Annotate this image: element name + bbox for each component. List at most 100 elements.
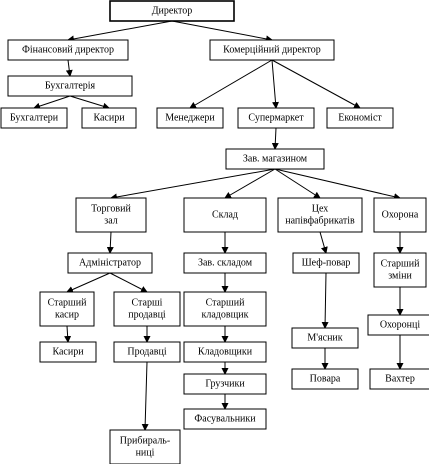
box-frame xyxy=(109,0,235,22)
box-butcher: М'ясник xyxy=(291,327,359,349)
box-frame xyxy=(209,39,335,61)
box-label: Зав. магазином xyxy=(243,154,308,165)
box-label: Склад xyxy=(212,210,238,221)
box-label: Вахтер xyxy=(385,374,415,385)
box-frame xyxy=(183,197,267,233)
box-label: Касири xyxy=(52,347,84,358)
box-frame xyxy=(109,429,181,464)
edge-zav_mag-to-sklad xyxy=(224,168,276,199)
edge-buhg-to-kasyry_f xyxy=(69,95,110,110)
box-label: Зав. складом xyxy=(198,258,253,269)
box-financial-director: Фінансовий директор xyxy=(7,39,129,61)
box-commercial-director: Комерційний директор xyxy=(209,39,335,61)
box-label: Повара xyxy=(310,374,341,385)
box-security: Охорона xyxy=(373,197,427,233)
box-warehouse: Склад xyxy=(183,197,267,233)
box-label: Директор xyxy=(152,6,193,17)
box-administrator: Адміністратор xyxy=(67,252,153,274)
edge-shef-to-myasnyk xyxy=(321,272,329,329)
box-frame xyxy=(156,107,224,129)
box-frame xyxy=(7,39,129,61)
edge-dyrektor-to-kom_dyr xyxy=(171,20,273,43)
edge-kom_dyr-to-ekonomist xyxy=(271,59,361,109)
box-label: зміни xyxy=(388,271,412,282)
box-label: Бухгалтерія xyxy=(45,81,96,92)
box-label: Фасувальники xyxy=(194,414,256,425)
box-frame xyxy=(183,291,267,327)
box-frame xyxy=(225,148,325,170)
box-frame xyxy=(183,373,267,395)
box-cashiers-accounting: Касири xyxy=(81,107,137,129)
edge-zav_mag-to-ohorona xyxy=(274,168,401,201)
box-frame xyxy=(326,107,394,129)
box-frame xyxy=(81,107,137,129)
box-packers: Фасувальники xyxy=(183,408,267,430)
box-watchman: Вахтер xyxy=(369,368,429,390)
box-store-head: Зав. магазином xyxy=(225,148,325,170)
box-label: продавці xyxy=(128,310,166,321)
edge-st_kasyr-to-kasyry_t xyxy=(64,325,72,343)
box-label: кладовщик xyxy=(201,310,248,321)
box-label: Продавці xyxy=(127,347,167,358)
box-label: Супермаркет xyxy=(248,113,304,124)
edge-admin-to-st_kasyr xyxy=(66,272,111,293)
box-cooks: Повара xyxy=(291,368,359,390)
box-frame xyxy=(291,368,359,390)
box-label: Менеджери xyxy=(165,113,215,124)
box-label: Шеф-повар xyxy=(302,258,351,269)
box-label: ниці xyxy=(136,448,155,459)
box-label: Старший xyxy=(206,298,246,309)
box-label: касир xyxy=(55,310,79,321)
box-cashiers-floor: Касири xyxy=(39,341,97,363)
box-label: напівфабрикатів xyxy=(285,216,355,227)
box-frame xyxy=(183,408,267,430)
box-frame xyxy=(237,107,315,129)
box-frame xyxy=(39,291,95,327)
box-guards: Охоронці xyxy=(367,314,429,336)
edge-admin-to-st_prod xyxy=(109,272,148,293)
connector-lines xyxy=(33,20,404,431)
box-accountants: Бухгалтери xyxy=(0,107,68,129)
box-frame xyxy=(67,252,153,274)
edge-buhg-to-buhgaltery xyxy=(33,95,71,110)
box-label: Цех xyxy=(312,204,329,215)
box-frame xyxy=(291,327,359,349)
box-frame xyxy=(7,75,133,97)
box-label: Кладовщики xyxy=(198,347,253,358)
edge-supermarket-to-zav_mag xyxy=(271,127,279,150)
box-frame xyxy=(113,291,181,327)
box-frame xyxy=(39,341,97,363)
box-label: Економіст xyxy=(338,113,382,124)
box-label: Охорона xyxy=(382,210,419,221)
box-frame xyxy=(369,368,429,390)
box-warehouse-head: Зав. складом xyxy=(183,252,267,274)
edge-tseh-to-shef xyxy=(319,231,328,254)
box-label: Охоронці xyxy=(380,320,421,331)
edge-kom_dyr-to-supermarket xyxy=(271,59,279,109)
box-label: Старший xyxy=(48,298,88,309)
box-label: Комерційний директор xyxy=(223,45,321,56)
box-label: Грузчики xyxy=(205,379,245,390)
box-accounting: Бухгалтерія xyxy=(7,75,133,97)
box-frame xyxy=(367,314,429,336)
edge-torg_zal-to-admin xyxy=(106,231,114,254)
edge-kom_dyr-to-menedzhery xyxy=(189,59,273,109)
box-frame xyxy=(0,107,68,129)
box-managers: Менеджери xyxy=(156,107,224,129)
box-label: Касири xyxy=(93,113,125,124)
box-loaders: Грузчики xyxy=(183,373,267,395)
box-label: М'ясник xyxy=(307,333,342,344)
box-economist: Економіст xyxy=(326,107,394,129)
box-label: Фінансовий директор xyxy=(22,45,114,56)
box-label: Старші xyxy=(132,298,163,309)
box-frame xyxy=(183,341,267,363)
box-label: Бухгалтери xyxy=(10,113,59,124)
box-frame xyxy=(277,197,363,233)
edge-dyrektor-to-fin_dyr xyxy=(67,20,173,43)
box-frame xyxy=(373,252,427,288)
